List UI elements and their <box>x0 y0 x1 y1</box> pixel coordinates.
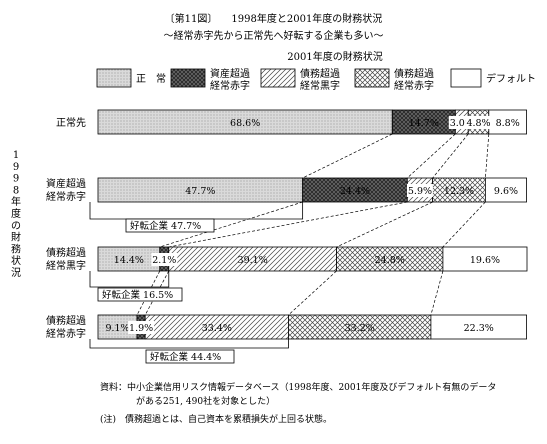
connector-line <box>485 133 490 179</box>
connector-line <box>136 270 161 316</box>
bar-rows: 正常先 68.6% 14.7% 3.0%4.8% 8.8% 資産超過経常赤字 47.7% 24… <box>46 109 528 340</box>
bar-segment <box>430 314 527 340</box>
legend-swatch-3 <box>354 68 390 88</box>
bar-row-3: 債務超過経常赤字 9.1%1.9% 33.4% 33.2% 22.3% <box>46 314 527 340</box>
data-label: 47.7% <box>185 186 215 197</box>
data-label: 3.0% <box>450 118 474 129</box>
bracket-line <box>89 202 304 220</box>
source-note-line2: がある251, 490社を対象とした） <box>136 397 276 407</box>
bar-segment <box>288 314 432 340</box>
figure-heading: 〔第11図〕 1998年度と2001年度の財務状況 <box>0 10 547 25</box>
data-label: 1.9% <box>129 323 153 334</box>
legend-swatch-4 <box>450 68 482 88</box>
improvement-brackets: 好転企業 47.7% 好転企業 16.5% 好転企業 44.4% <box>89 202 304 364</box>
data-label: 12.3% <box>444 186 474 197</box>
bar-row-0: 正常先 68.6% 14.7% 3.0%4.8% 8.8% <box>56 109 527 135</box>
data-label: 24.4% <box>340 186 370 197</box>
connector-line <box>407 133 456 179</box>
connector-line <box>144 270 170 316</box>
data-label: 68.6% <box>230 118 260 129</box>
bar-segment <box>432 177 486 203</box>
category-label-3: 債務超過経常赤字 <box>46 314 86 340</box>
connector-line <box>442 201 486 248</box>
data-label: 9.6% <box>494 186 518 197</box>
connector-line <box>430 270 444 316</box>
data-label: 14.7% <box>409 118 439 129</box>
connector-lines <box>136 133 490 316</box>
bar-segment <box>336 246 444 272</box>
bar-segment <box>488 109 527 135</box>
bar-segment <box>391 109 456 135</box>
legend-swatch-2 <box>260 68 296 88</box>
data-label-backing <box>406 184 433 197</box>
data-label: 2.1% <box>152 255 176 266</box>
improvement-label-box <box>125 218 215 233</box>
data-label: 33.4% <box>202 323 232 334</box>
improvement-bracket-1: 好転企業 16.5% <box>89 271 183 302</box>
legend: 正 常 資産超過経常赤字 債務超過経常黒字 債務超過経常赤字 デフォルト <box>96 67 536 92</box>
data-label: 39.1% <box>238 255 268 266</box>
data-label: 19.6% <box>470 255 500 266</box>
improvement-bracket-2: 好転企業 44.4% <box>89 339 289 364</box>
figure-subtitle: 〜経常赤字先から正常先へ好転する企業も多い〜 <box>163 31 384 42</box>
category-label-1: 資産超過経常赤字 <box>46 177 86 203</box>
category-label-0: 正常先 <box>56 116 86 129</box>
improvement-label-box <box>145 349 235 364</box>
data-label: 9.1% <box>105 323 129 334</box>
data-label: 33.2% <box>345 323 375 334</box>
improvement-label: 好転企業 44.4% <box>150 351 221 363</box>
definition-note: (注) 債務超過とは、自己資本を累積損失が上回る状態。 <box>100 415 333 425</box>
connector-line <box>336 201 433 248</box>
legend-swatch-1 <box>170 68 206 88</box>
bracket-line <box>89 271 170 288</box>
legend-label-3: 債務超過経常赤字 <box>394 67 434 92</box>
data-label: 5.9% <box>408 186 432 197</box>
bar-segment <box>97 109 393 135</box>
legend-swatch-0 <box>96 68 132 88</box>
connector-line <box>288 270 337 316</box>
data-label: 14.4% <box>114 255 144 266</box>
bar-row-2: 債務超過経常黒字 14.4% 2.1% 39.1% 24.8% 19.6% <box>46 246 528 272</box>
figure-number: 〔第11図〕 <box>164 14 218 25</box>
data-label-backing <box>128 321 155 334</box>
data-label: 4.8% <box>466 118 490 129</box>
legend-label-2: 債務超過経常黒字 <box>300 67 340 92</box>
connector-line <box>432 133 469 179</box>
data-label: 22.3% <box>464 323 494 334</box>
legend-label-0: 正 常 <box>136 72 166 85</box>
legend-label-4: デフォルト <box>486 72 536 85</box>
chart-title: 2001年度の財務状況 <box>287 50 382 63</box>
legend-label-1: 資産超過経常赤字 <box>210 67 250 92</box>
bracket-line <box>89 339 289 349</box>
bar-segment <box>168 246 337 272</box>
connector-line <box>302 133 393 179</box>
data-label: 24.8% <box>375 255 405 266</box>
category-label-2: 債務超過経常黒字 <box>46 246 86 272</box>
bar-row-1: 資産超過経常赤字 47.7% 24.4% 5.9% 12.3% 9.6% <box>46 177 527 203</box>
bar-segment <box>97 246 161 272</box>
improvement-label: 好転企業 47.7% <box>130 220 201 232</box>
connector-line <box>168 201 408 248</box>
bar-segment <box>442 246 528 272</box>
source-note-line1: 資料：中小企業信用リスク情報データベース（1998年度、2001年度及びデフォル… <box>100 383 497 393</box>
improvement-label-box <box>97 287 183 302</box>
data-label-backing <box>465 116 492 129</box>
improvement-label: 好転企業 16.5% <box>102 289 173 301</box>
improvement-bracket-0: 好転企業 47.7% <box>89 202 304 233</box>
data-label: 8.8% <box>496 118 520 129</box>
data-label-backing <box>151 253 178 266</box>
figure-title: 1998年度と2001年度の財務状況 <box>231 14 383 25</box>
bar-segment <box>484 177 527 203</box>
